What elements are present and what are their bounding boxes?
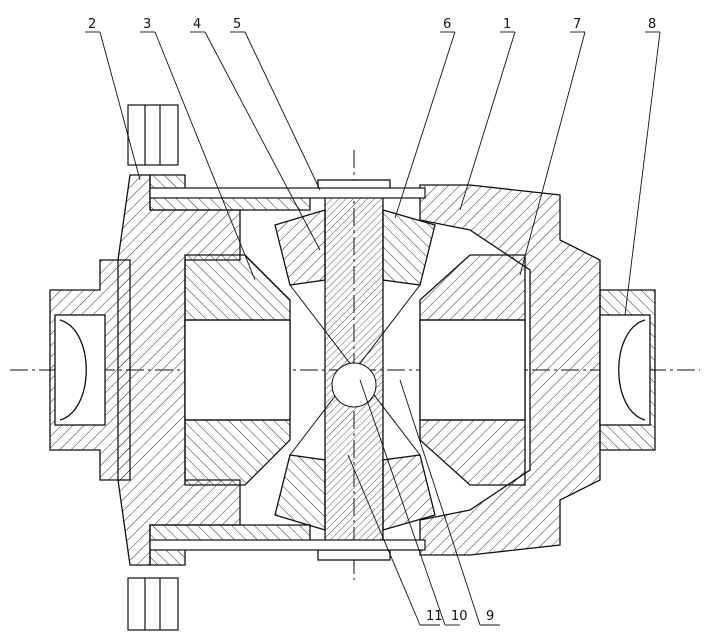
callout-6: 6 <box>443 17 451 32</box>
left-flange-bolts <box>127 104 179 631</box>
callout-10: 10 <box>451 609 468 624</box>
center-cross-lines <box>289 284 421 456</box>
callout-4: 4 <box>193 17 201 32</box>
leader-lines <box>85 31 661 626</box>
right-side-gear <box>419 254 526 486</box>
callout-2: 2 <box>88 17 96 32</box>
left-shaft-housing <box>49 259 131 481</box>
right-shaft-housing <box>599 289 656 451</box>
callout-11: 11 <box>426 609 443 624</box>
callout-5: 5 <box>233 17 241 32</box>
callout-9: 9 <box>486 609 494 624</box>
callout-3: 3 <box>143 17 151 32</box>
callout-8: 8 <box>648 17 656 32</box>
callout-7: 7 <box>573 17 581 32</box>
left-side-gear <box>184 254 291 486</box>
callout-labels: 2 3 4 5 6 1 7 8 11 10 9 <box>88 17 656 624</box>
right-case-half <box>419 184 601 556</box>
callout-1: 1 <box>503 17 511 32</box>
